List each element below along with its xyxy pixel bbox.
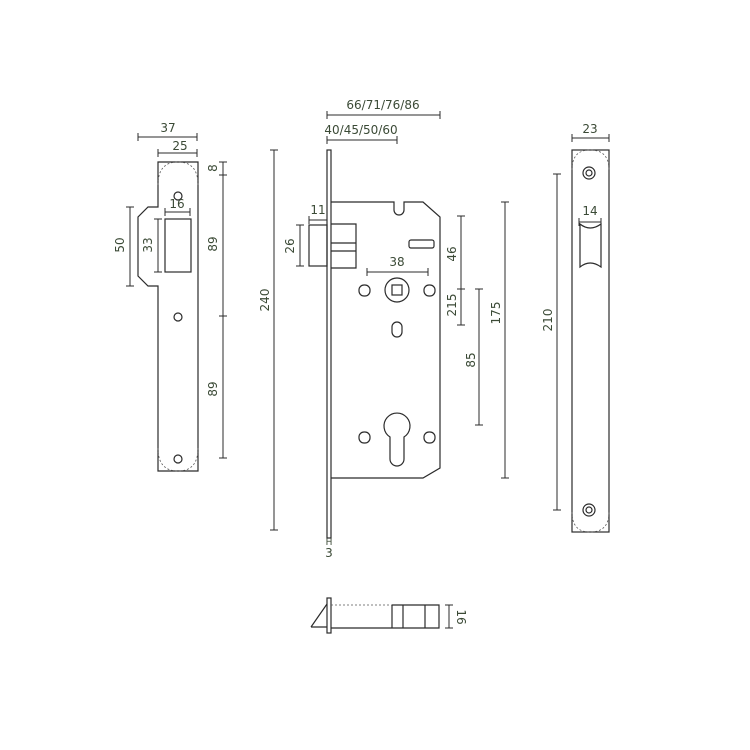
top-view: 16 <box>310 597 468 634</box>
dim-46-215: 46 215 <box>445 215 465 326</box>
dim-label: 85 <box>464 352 478 367</box>
euro-cylinder-cutout <box>383 412 411 467</box>
faceplate-front: 23 14 210 <box>541 122 610 533</box>
dim-3: H 3 <box>325 538 333 560</box>
fixing-slot <box>423 284 436 297</box>
dim-label: 40/45/50/60 <box>324 123 397 137</box>
dim-25: 25 <box>157 139 198 157</box>
dim-label: 50 <box>113 237 127 252</box>
dim-label: 14 <box>582 204 597 218</box>
dim-chain-right: 8 89 89 <box>206 161 227 459</box>
case-section <box>331 604 440 629</box>
dim-label: 46 <box>445 246 459 261</box>
dim-85: 85 <box>464 288 483 426</box>
screw-hole <box>173 454 183 464</box>
dim-label: 8 <box>206 164 220 172</box>
dim-16: 16 <box>164 197 191 216</box>
dim-33: 33 <box>141 218 162 273</box>
dim-label: 23 <box>582 122 597 136</box>
dim-label: 11 <box>310 203 325 217</box>
spindle-hub <box>384 277 410 303</box>
fixing-slot <box>358 431 371 444</box>
dim-38: 38 <box>366 255 429 276</box>
spindle-square <box>391 284 403 296</box>
dim-label: 26 <box>283 238 297 253</box>
dim-175: 175 <box>489 201 509 479</box>
dim-210: 210 <box>541 173 561 511</box>
fixing-slot <box>358 284 371 297</box>
dim-11: 11 <box>308 203 328 224</box>
forend-section <box>326 597 332 634</box>
screw-hole-inner <box>585 506 593 514</box>
dim-label: 3 <box>325 546 333 560</box>
fixing-slot <box>423 431 436 444</box>
screw-hole <box>173 191 183 201</box>
screw-hole-inner <box>585 169 593 177</box>
dim-label: 66/71/76/86 <box>346 98 419 112</box>
dim-label: 240 <box>258 289 272 312</box>
lock-body: 66/71/76/86 40/45/50/60 240 11 26 38 46 … <box>258 98 509 560</box>
dim-240: 240 <box>258 149 278 531</box>
faceplate-rounded-corners <box>571 149 610 533</box>
screw-hole <box>582 166 596 180</box>
dim-label: 25 <box>172 139 187 153</box>
dim-depth-total: 66/71/76/86 <box>326 98 441 119</box>
dim-label: 33 <box>141 237 155 252</box>
dim-50: 50 <box>113 206 134 287</box>
dim-label: 38 <box>389 255 404 269</box>
screw-hole <box>173 312 183 322</box>
dim-16-top: 16 <box>445 604 468 629</box>
slot <box>408 239 435 249</box>
dim-tick: H <box>326 538 333 548</box>
dim-label: 210 <box>541 309 555 332</box>
case-outline <box>331 201 441 479</box>
dim-label: 175 <box>489 302 503 325</box>
dim-label: 16 <box>169 197 184 211</box>
latch-housing <box>331 223 357 269</box>
strike-plate-outline <box>137 161 199 472</box>
screw-hole <box>582 503 596 517</box>
fixing-slot <box>391 321 403 338</box>
latch-window <box>164 218 192 273</box>
latch-opening <box>579 222 602 269</box>
dim-label: 37 <box>160 121 175 135</box>
dim-26: 26 <box>283 224 304 267</box>
forend-plate <box>326 149 332 539</box>
dim-14: 14 <box>578 204 602 226</box>
latch-bolt <box>308 224 328 267</box>
dim-label: 89 <box>206 236 220 251</box>
dim-label: 215 <box>445 294 459 317</box>
faceplate-outline <box>571 149 610 533</box>
latch-section <box>310 603 328 628</box>
dim-backset: 40/45/50/60 <box>324 123 398 144</box>
dim-23: 23 <box>571 122 610 142</box>
strike-plate: 37 25 16 33 50 8 89 89 <box>113 121 227 472</box>
dim-37: 37 <box>137 121 198 141</box>
dim-label: 16 <box>454 609 468 624</box>
dim-label: 89 <box>206 381 220 396</box>
strike-plate-rounded-corners <box>157 161 199 472</box>
